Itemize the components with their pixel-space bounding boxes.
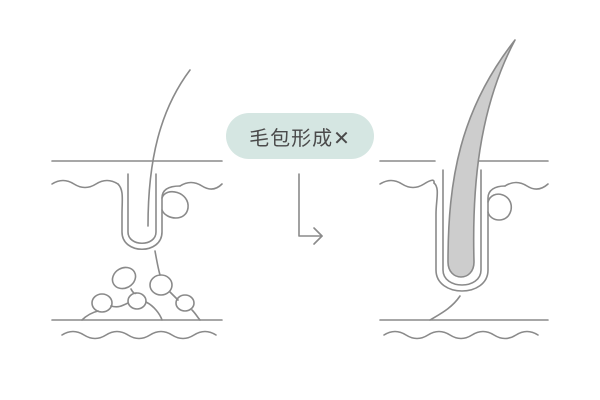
right-follicle-outer	[433, 182, 506, 292]
left-epidermis-wave-right	[179, 181, 223, 190]
cell-connector	[169, 291, 179, 301]
cell	[175, 294, 195, 312]
left-follicle-outer	[117, 183, 181, 251]
left-hair-shaft	[147, 69, 191, 227]
cell-connector	[191, 309, 201, 321]
right-epidermis-wave	[379, 179, 435, 189]
right-hair-shaft	[447, 39, 516, 278]
left-follicle-inner	[127, 173, 157, 245]
cell-connector	[81, 310, 99, 321]
cell-connector	[154, 250, 161, 276]
label-pill: 毛包形成✕	[226, 113, 374, 159]
left-sebaceous-gland	[161, 190, 189, 219]
cell	[149, 274, 173, 296]
right-bottom-wave	[383, 330, 539, 340]
cell-connector	[110, 302, 129, 308]
right-epidermis-wave-right	[504, 181, 549, 190]
cell-connector	[145, 301, 163, 321]
cell-connector	[130, 288, 137, 295]
cell	[111, 266, 137, 290]
cell	[91, 293, 113, 313]
cell	[127, 292, 147, 310]
left-skin-panel	[51, 69, 223, 340]
right-skin-panel	[379, 160, 549, 340]
left-bottom-wave	[61, 330, 217, 340]
right-sebaceous-gland	[487, 193, 512, 221]
right-root-connector	[429, 295, 461, 321]
label-text: 毛包形成✕	[249, 125, 351, 150]
down-right-arrow-icon	[298, 173, 323, 245]
left-cell-cluster	[81, 250, 201, 321]
left-epidermis-wave	[51, 179, 119, 189]
right-follicle-inner	[442, 169, 482, 286]
